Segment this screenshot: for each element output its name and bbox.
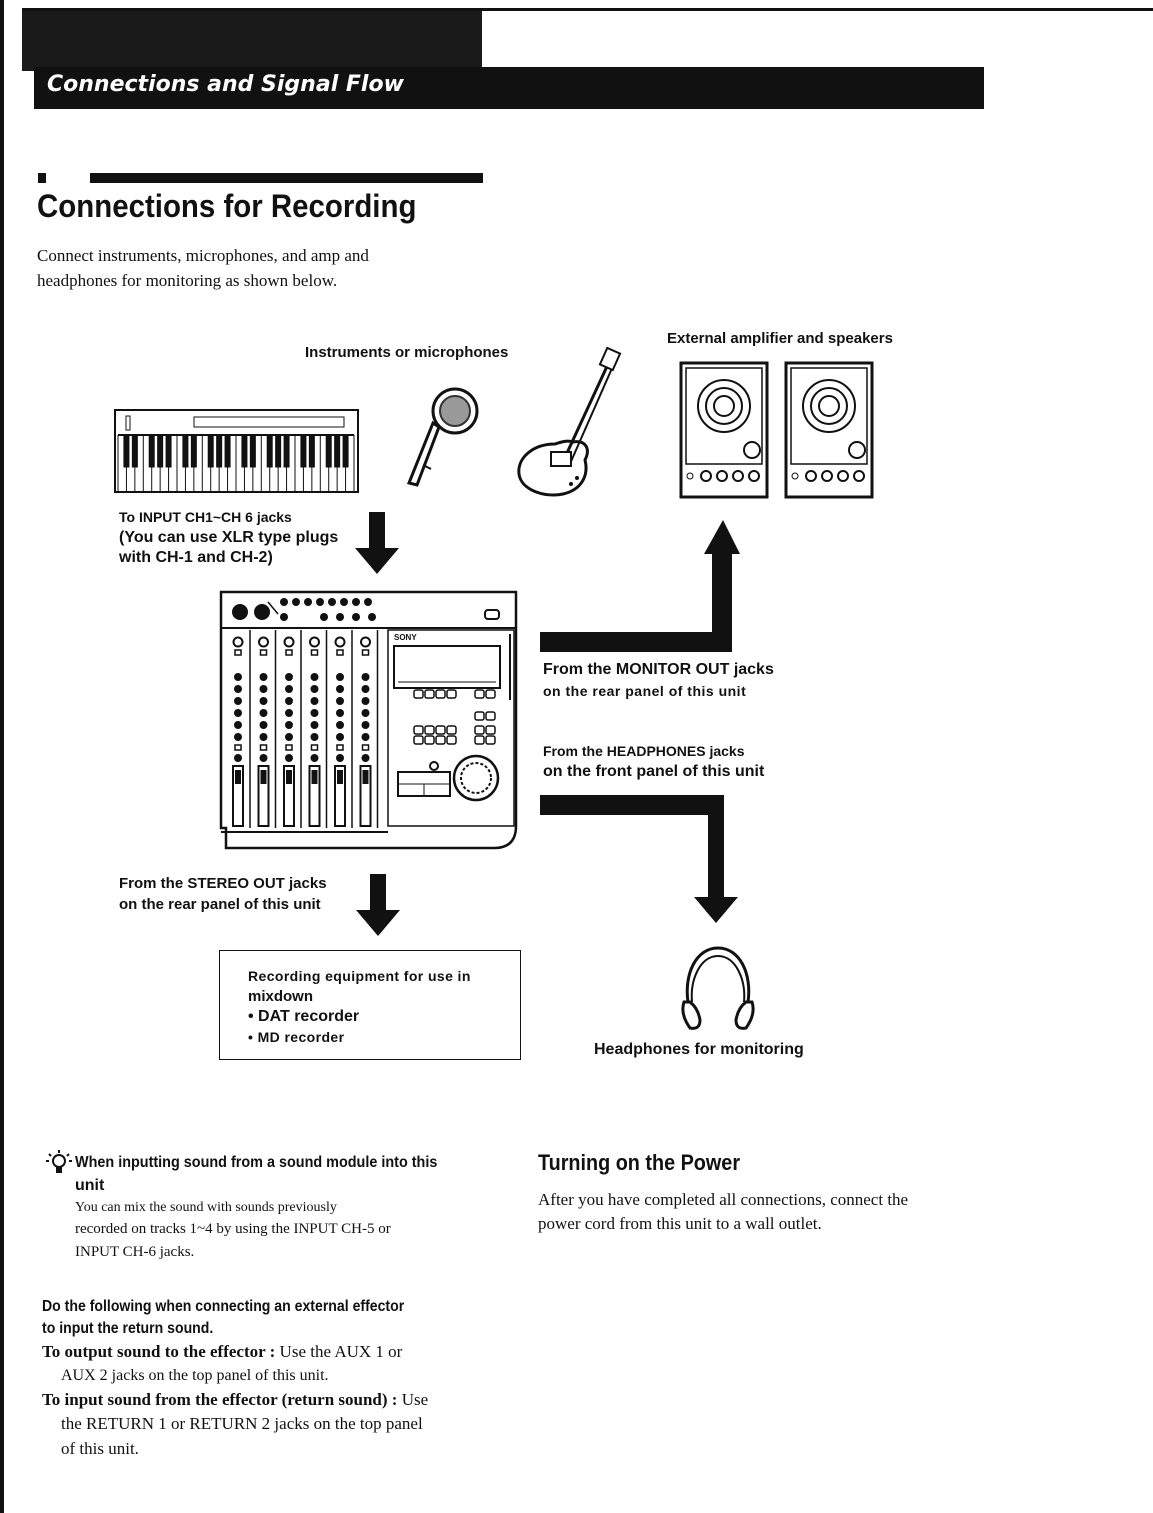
effector-output-line: To output sound to the effector : Use th… [42,1342,402,1362]
mixer-transport-buttons [413,689,496,745]
recording-box-item-1: • DAT recorder [248,1008,360,1025]
top-rule [22,8,1153,11]
effector-output-text: Use the AUX 1 or [275,1342,403,1361]
tip-body-line-1: You can mix the sound with sounds previo… [75,1200,337,1215]
header-banner [34,67,984,109]
hint-bulb-icon [46,1150,72,1173]
headphones-label: Headphones for monitoring [594,1041,804,1058]
stereo-label-line-2: on the rear panel of this unit [119,896,321,913]
headphones-illustration [681,946,755,1030]
instruments-label: Instruments or microphones [305,344,509,361]
keyboard-keys [117,434,355,491]
recording-equipment-box [219,950,521,1060]
left-edge-line [0,0,4,1513]
input-label-line-2: (You can use XLR type plugs [119,529,339,546]
intro-line-1: Connect instruments, microphones, and am… [37,246,369,265]
brand-logo: SONY [394,633,417,642]
tip-body-line-2: recorded on tracks 1~4 by using the INPU… [75,1221,391,1237]
effector-input-line-2: the RETURN 1 or RETURN 2 jacks on the to… [61,1414,423,1433]
headphones-jack-label-line-2: on the front panel of this unit [543,763,765,780]
tip-body-line-3: INPUT CH-6 jacks. [75,1244,195,1260]
tip-title-line-2: unit [75,1177,105,1194]
keyboard-illustration [114,409,359,493]
arrow-down-headphones-icon [540,795,738,923]
page-heading: Connections for Recording [37,188,417,224]
microphone-illustration [406,387,479,487]
headphones-jack-label-line-1: From the HEADPHONES jacks [543,743,745,759]
mixer-unit-illustration: SONY [219,590,518,850]
mixer-top-knobs [267,598,376,621]
effector-input-line: To input sound from the effector (return… [42,1390,428,1410]
effector-heading-line-2: to input the return sound. [42,1320,214,1337]
monitor-label-line-1: From the MONITOR OUT jacks [543,661,774,678]
speaker-left-illustration [679,361,769,499]
input-label-line-1: To INPUT CH1~CH 6 jacks [119,509,292,525]
arrow-down-stereo-icon [356,874,400,936]
recording-box-line-2: mixdown [248,988,314,1005]
heading-rule [90,173,483,183]
recording-box-line-1: Recording equipment for use in [248,968,471,984]
input-label-line-3: with CH-1 and CH-2) [119,549,273,566]
effector-output-line-2: AUX 2 jacks on the top panel of this uni… [61,1367,329,1384]
stereo-label-line-1: From the STEREO OUT jacks [119,875,327,892]
tip-title-line-1: When inputting sound from a sound module… [75,1154,438,1171]
heading-bullet [38,173,46,183]
monitor-label-line-2: on the rear panel of this unit [543,683,747,699]
effector-output-term: To output sound to the effector : [42,1342,276,1361]
effector-input-line-3: of this unit. [61,1439,139,1458]
arrow-down-input-icon [355,512,399,574]
section-title: Connections and Signal Flow [47,72,404,97]
power-body-line-1: After you have completed all connections… [538,1190,909,1209]
effector-heading-line-1: Do the following when connecting an exte… [42,1298,405,1315]
power-heading: Turning on the Power [538,1150,741,1175]
guitar-illustration [517,346,622,497]
intro-line-2: headphones for monitoring as shown below… [37,271,338,290]
power-body-line-2: power cord from this unit to a wall outl… [538,1214,822,1233]
header-texture [22,11,482,71]
speaker-right-illustration [784,361,874,499]
arrow-up-monitor-icon [540,520,740,652]
recording-box-item-2: • MD recorder [248,1029,345,1045]
effector-input-term: To input sound from the effector (return… [42,1390,398,1409]
speakers-label: External amplifier and speakers [667,330,893,347]
mixer-channel-strips [232,630,379,828]
effector-input-text: Use [397,1390,429,1409]
